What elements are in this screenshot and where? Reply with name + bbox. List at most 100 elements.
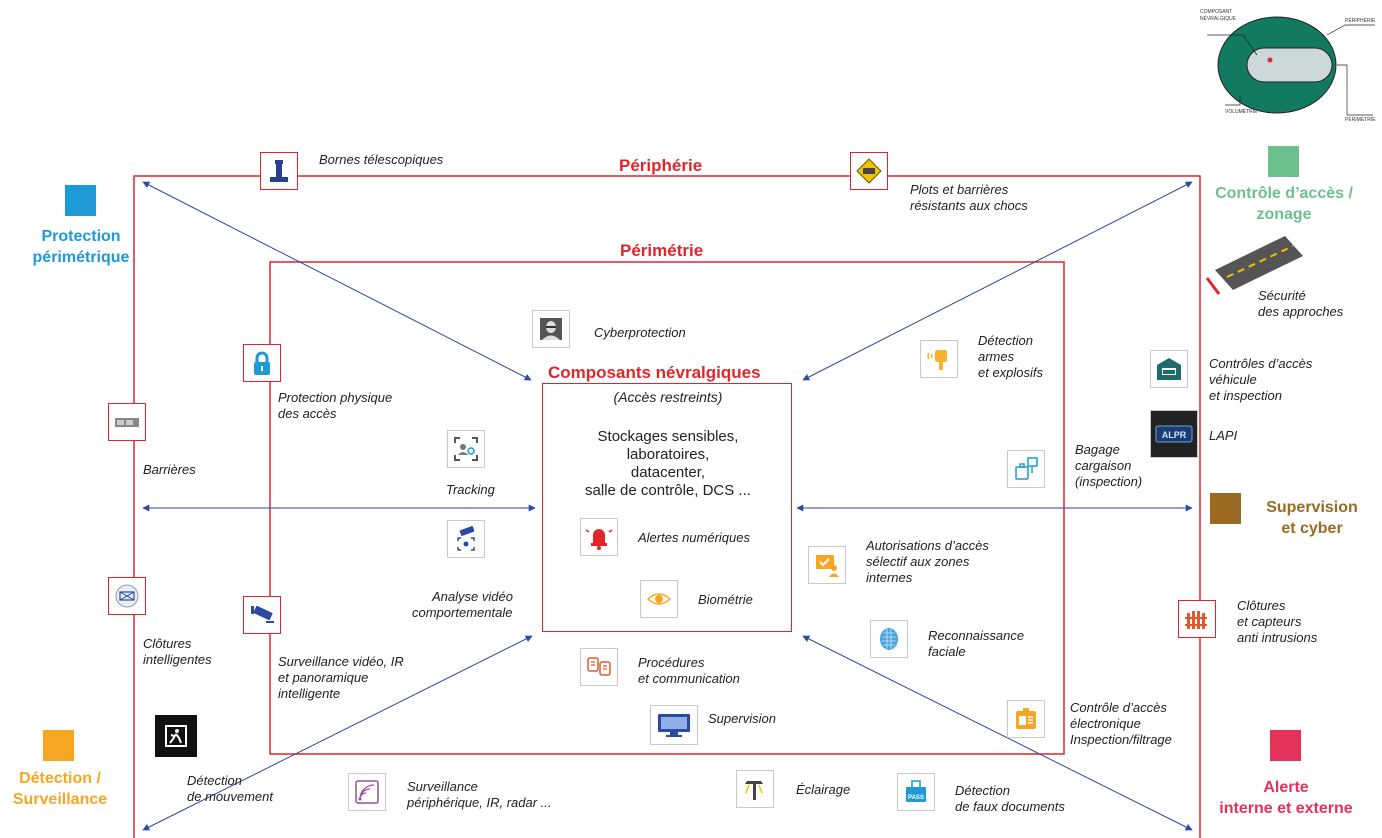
label-ctrl-elec-line1: Contrôle d’accès xyxy=(1070,700,1167,715)
legend-square-alerte xyxy=(1270,730,1301,761)
legend-label-controle: Contrôle d’accès / zonage xyxy=(1198,183,1370,225)
label-autorisations-line2: sélectif aux zones xyxy=(866,554,970,569)
radar-icon xyxy=(348,773,386,811)
label-ctrl-elec-line2: électronique xyxy=(1070,716,1141,731)
label-vehicule-line2: véhicule xyxy=(1209,372,1257,387)
core-zone-box: (Accès restreints) Stockages sensibles, … xyxy=(542,383,792,632)
label-securite-line2: des approches xyxy=(1258,304,1344,319)
label-clotures-int-line2: intelligentes xyxy=(143,652,212,667)
label-faux-documents: Détection de faux documents xyxy=(955,783,1065,815)
label-analyse-video: Analyse vidéo comportementale xyxy=(412,589,513,621)
mini-label-volumetrie: VOLUMÉTRIE xyxy=(1225,108,1258,115)
label-surv-video-line1: Surveillance vidéo, IR xyxy=(278,654,404,669)
metal-detector-icon xyxy=(920,340,958,378)
label-eclairage: Éclairage xyxy=(796,782,851,797)
pass-text: PASS xyxy=(908,795,924,801)
label-barrieres: Barrières xyxy=(143,462,196,477)
smart-fence-icon xyxy=(108,577,146,615)
baggage-scan-icon xyxy=(1007,450,1045,488)
label-clotures-int-line1: Clôtures xyxy=(143,636,192,651)
arrow-top-right xyxy=(802,181,1193,381)
label-supervision: Supervision xyxy=(708,711,776,726)
label-clotures-cap-line1: Clôtures xyxy=(1237,598,1286,613)
mini-label-nevralgique: NÉVRALGIQUE xyxy=(1200,15,1237,22)
legend-label-supervision: Supervision et cyber xyxy=(1252,497,1372,539)
communication-icon xyxy=(580,648,618,686)
mini-label-peripherie: PÉRIPHÉRIE xyxy=(1345,17,1376,24)
core-line-2: laboratoires, xyxy=(626,446,710,463)
label-reconnaissance-line2: faciale xyxy=(928,644,966,659)
pass-document-icon: PASS xyxy=(897,773,935,811)
label-surv-video-line2: et panoramique xyxy=(278,670,369,685)
label-procedures-line1: Procédures xyxy=(638,655,705,670)
label-surv-peri-line2: périphérique, IR, radar ... xyxy=(407,795,552,810)
zone-title-perimetrie: Périmétrie xyxy=(620,241,704,260)
label-bagage-line2: cargaison xyxy=(1075,458,1132,473)
label-tracking: Tracking xyxy=(446,482,495,497)
crash-barrier-icon xyxy=(850,152,888,190)
label-detection-armes: Détection armes et explosifs xyxy=(978,333,1043,381)
label-alertes-numeriques: Alertes numériques xyxy=(638,530,750,545)
lapi-plate-text: ALPR xyxy=(1162,430,1187,440)
legend-label-alerte: Alerte interne et externe xyxy=(1196,777,1376,819)
tracking-icon xyxy=(447,430,485,468)
label-plots: Plots et barrières résistants aux chocs xyxy=(910,182,1028,214)
core-subtitle: (Accès restreints) xyxy=(613,389,723,405)
core-line-4: salle de contrôle, DCS ... xyxy=(585,482,751,499)
access-authorization-icon xyxy=(808,546,846,584)
motion-detector-icon xyxy=(155,715,197,757)
id-badge-icon xyxy=(1007,700,1045,738)
label-bagage-line1: Bagage xyxy=(1075,442,1120,457)
fence-sensor-icon xyxy=(1178,600,1216,638)
legend-alerte-line2: interne et externe xyxy=(1219,800,1353,817)
legend-square-controle xyxy=(1268,146,1299,177)
label-cyberprotection: Cyberprotection xyxy=(594,325,686,340)
label-surv-peri-line1: Surveillance xyxy=(407,779,478,794)
legend-square-supervision xyxy=(1210,493,1241,524)
core-line-1: Stockages sensibles, xyxy=(597,428,739,445)
label-lapi: LAPI xyxy=(1209,428,1238,443)
arrow-bottom-left xyxy=(142,635,533,831)
monitor-icon xyxy=(650,705,698,745)
bollard-icon xyxy=(260,152,298,190)
legend-detection-line2: Surveillance xyxy=(12,791,108,808)
label-bagage: Bagage cargaison (inspection) xyxy=(1075,442,1142,490)
barrier-icon xyxy=(108,403,146,441)
legend-controle-line1: Contrôle d’accès / xyxy=(1215,185,1353,202)
label-autorisations: Autorisations d’accès sélectif aux zones… xyxy=(866,538,989,586)
label-mouvement-line2: de mouvement xyxy=(187,789,273,804)
mini-label-composant: COMPOSANT xyxy=(1200,9,1232,15)
mini-zone-diagram: COMPOSANT NÉVRALGIQUE PÉRIPHÉRIE VOLUMÉT… xyxy=(1200,9,1376,123)
label-procedures-line2: et communication xyxy=(638,671,740,686)
label-vehicule-line3: et inspection xyxy=(1209,388,1282,403)
label-plots-line1: Plots et barrières xyxy=(910,182,1009,197)
label-biometrie: Biométrie xyxy=(698,592,753,607)
label-surveillance-peripherique: Surveillance périphérique, IR, radar ... xyxy=(407,779,552,811)
face-recognition-icon xyxy=(870,620,908,658)
eye-scan-icon xyxy=(640,580,678,618)
label-mouvement-line1: Détection xyxy=(187,773,242,788)
label-armes-line2: armes xyxy=(978,349,1015,364)
zone-title-peripherie: Périphérie xyxy=(619,156,703,175)
legend-supervision-line1: Supervision xyxy=(1266,499,1358,516)
label-protection-line2: des accès xyxy=(278,406,337,421)
padlock-icon xyxy=(243,344,281,382)
label-securite-line1: Sécurité xyxy=(1258,288,1306,303)
label-reconnaissance: Reconnaissance faciale xyxy=(928,628,1024,660)
label-analyse-line2: comportementale xyxy=(412,605,513,620)
road-icon xyxy=(1205,236,1303,295)
legend-square-detection xyxy=(43,730,74,761)
label-controles-vehicule: Contrôles d’accès véhicule et inspection xyxy=(1209,356,1312,404)
label-surv-video-line3: intelligente xyxy=(278,686,341,701)
street-lamp-icon xyxy=(736,770,774,808)
mini-label-perimetrie: PÉRIMÉTRIE xyxy=(1345,116,1376,123)
label-analyse-line1: Analyse vidéo xyxy=(432,589,513,604)
legend-protection-line2: périmétrique xyxy=(32,249,130,266)
video-analytics-icon xyxy=(447,520,485,558)
legend-controle-line2: zonage xyxy=(1256,206,1312,223)
label-procedures: Procédures et communication xyxy=(638,655,740,687)
label-ctrl-elec-line3: Inspection/filtrage xyxy=(1070,732,1172,747)
label-vehicule-line1: Contrôles d’accès xyxy=(1209,356,1313,371)
legend-supervision-line2: et cyber xyxy=(1281,520,1343,537)
arrow-top-left xyxy=(142,181,532,381)
